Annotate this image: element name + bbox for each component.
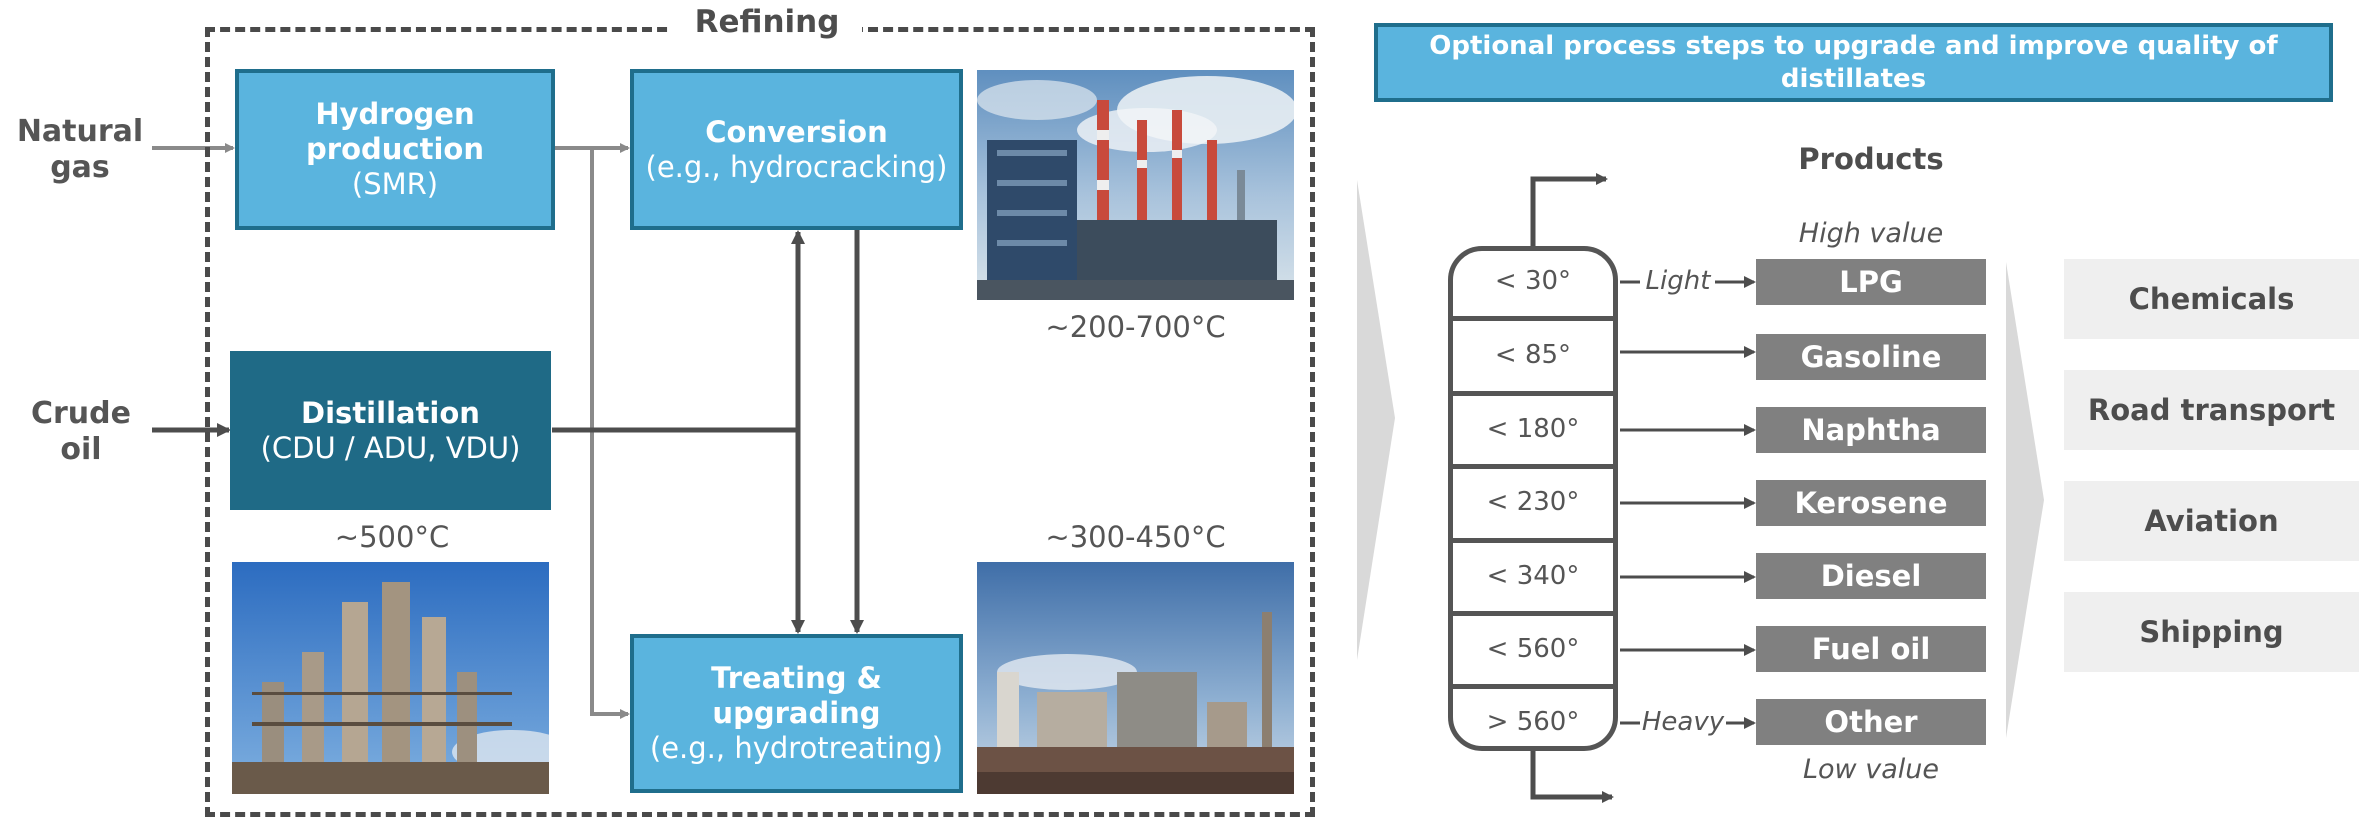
natural-gas-label: Natural gas <box>16 114 144 185</box>
enduse-box: Aviation <box>2064 481 2359 561</box>
conversion-refinery-photo <box>977 70 1294 300</box>
hydrogen-title: Hydrogen production <box>306 97 484 167</box>
column-tray-divider <box>1453 684 1613 689</box>
low-value-label: Low value <box>1803 754 1939 785</box>
product-box: Fuel oil <box>1756 626 1986 672</box>
tray-temp: < 340° <box>1486 561 1580 591</box>
column-tray-divider <box>1453 464 1613 469</box>
product-box: Diesel <box>1756 553 1986 599</box>
high-value-label: High value <box>1798 218 1944 249</box>
product-box: Naphtha <box>1756 407 1986 453</box>
light-label: Light <box>1645 266 1711 296</box>
treating-box: Treating & upgrading (e.g., hydrotreatin… <box>630 634 963 793</box>
column-bottom-outlet <box>1530 751 1614 803</box>
column-tray-divider <box>1453 316 1613 321</box>
tray-temp: < 560° <box>1486 634 1580 664</box>
products-header: Products <box>1798 142 1944 176</box>
distillation-temp: ~500°C <box>334 520 450 554</box>
heavy-label: Heavy <box>1641 707 1725 737</box>
column-tray-divider <box>1453 391 1613 396</box>
tray-temp: < 30° <box>1494 266 1572 296</box>
chevron-products-enduses <box>2006 262 2044 738</box>
product-box: LPG <box>1756 259 1986 305</box>
distillation-box: Distillation (CDU / ADU, VDU) <box>230 351 551 510</box>
chevron-refining-products <box>1357 180 1395 660</box>
hydrogen-sub: (SMR) <box>351 166 439 201</box>
treating-sub: (e.g., hydrotreating) <box>649 730 944 765</box>
column-tray-divider <box>1453 538 1613 543</box>
enduse-box: Shipping <box>2064 592 2359 672</box>
tray-temp: < 180° <box>1486 414 1580 444</box>
distillation-column <box>1448 246 1618 751</box>
column-top-outlet <box>1530 173 1608 246</box>
distillation-towers-photo <box>232 562 549 794</box>
conversion-sub: (e.g., hydrocracking) <box>645 149 948 184</box>
treating-temp: ~300-450°C <box>1045 520 1226 554</box>
tray-temp: < 230° <box>1486 487 1580 517</box>
hydrogen-production-box: Hydrogen production (SMR) <box>235 69 555 230</box>
refining-title: Refining <box>672 4 862 44</box>
tray-temp: < 85° <box>1494 340 1572 370</box>
product-box: Gasoline <box>1756 334 1986 380</box>
crude-oil-label: Crude oil <box>31 396 131 467</box>
distillation-sub: (CDU / ADU, VDU) <box>260 430 521 465</box>
conversion-temp: ~200-700°C <box>1045 310 1226 344</box>
product-box: Other <box>1756 699 1986 745</box>
enduse-box: Road transport <box>2064 370 2359 450</box>
enduse-box: Chemicals <box>2064 259 2359 339</box>
product-box: Kerosene <box>1756 480 1986 526</box>
tray-temp: > 560° <box>1486 707 1580 737</box>
arrow-hydrogen-treating <box>590 148 630 719</box>
conversion-title: Conversion <box>705 114 888 149</box>
distillation-title: Distillation <box>301 395 480 430</box>
treating-title: Treating & upgrading <box>711 661 882 731</box>
conversion-box: Conversion (e.g., hydrocracking) <box>630 69 963 230</box>
column-tray-divider <box>1453 611 1613 616</box>
optional-steps-banner: Optional process steps to upgrade and im… <box>1374 23 2333 102</box>
treating-plant-photo <box>977 562 1294 794</box>
